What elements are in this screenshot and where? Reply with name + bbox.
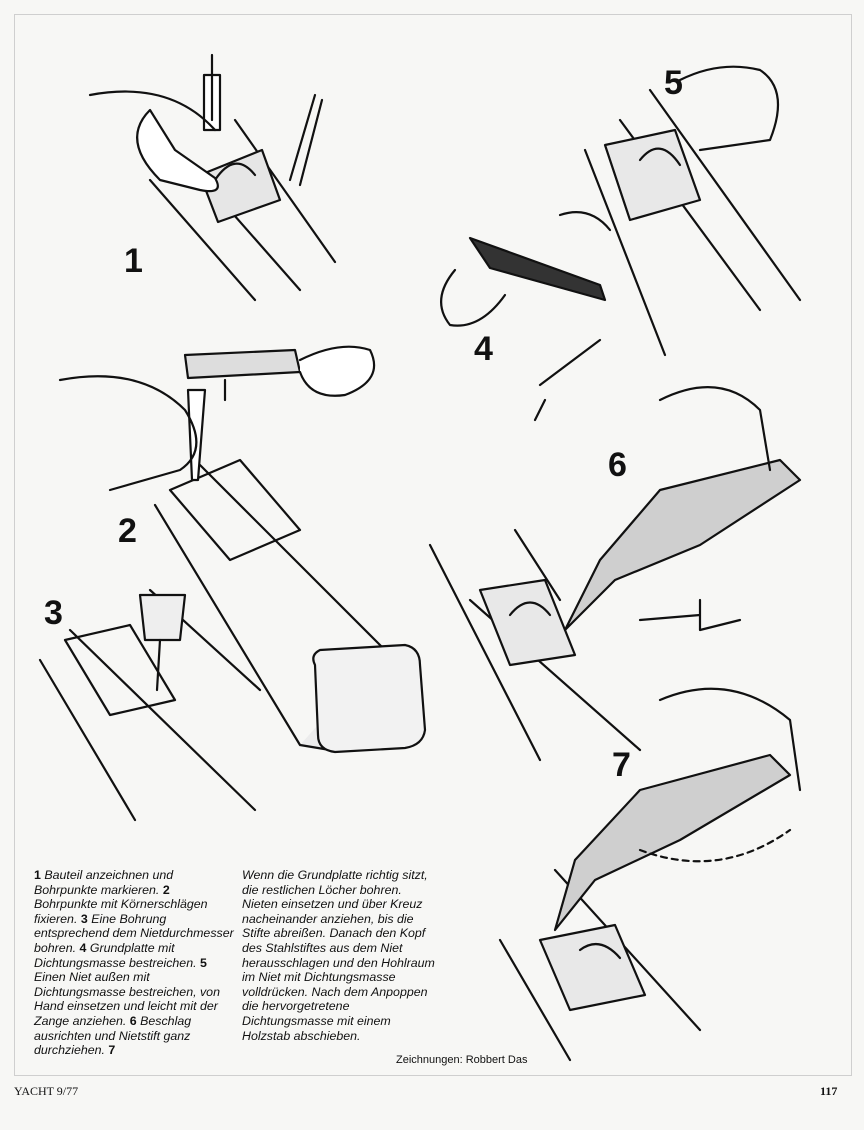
caption-step-6: Beschlag ausrichten und Nietstift ganz d…	[34, 1013, 192, 1058]
illustration-credit: Zeichnungen: Robbert Das	[396, 1054, 528, 1066]
caption-step-5-num: 5	[200, 955, 207, 970]
caption-step-4: Grundplatte mit Dichtungsmasse bestreich…	[34, 940, 197, 970]
caption-step-3: Eine Bohrung entsprechend dem Nietdurchm…	[34, 911, 234, 955]
caption-step-2-num: 2	[162, 882, 170, 897]
step-number-2: 2	[118, 512, 137, 550]
caption-step-2: Bohrpunkte mit Körnerschlägen fixieren.	[34, 897, 208, 926]
caption-column-right: Wenn die Grundplatte richtig sitzt, die …	[242, 868, 438, 1043]
footer-publication: YACHT 9/77	[14, 1084, 79, 1098]
caption-step-6-num: 6	[129, 1013, 137, 1028]
illustration-step-5	[558, 65, 802, 357]
caption-step-7: Wenn die Grundplatte richtig sitzt, die …	[242, 868, 435, 1043]
page-number: 117	[820, 1084, 838, 1098]
step-number-5: 5	[664, 64, 683, 102]
illustration-step-3	[38, 588, 262, 822]
illustration-step-4	[440, 236, 607, 422]
caption-step-3-num: 3	[80, 911, 88, 926]
step-number-1: 1	[124, 242, 143, 280]
illustration-step-2	[58, 345, 427, 754]
step-number-6: 6	[608, 446, 627, 484]
caption-step-7-num: 7	[108, 1043, 116, 1058]
caption-column-left: 1 Bauteil anzeichnen und Bohrpunkte mark…	[34, 868, 234, 1058]
illustration-step-6	[428, 386, 802, 762]
illustration-step-7	[498, 687, 802, 1062]
caption-step-1: Bauteil anzeichnen und Bohrpunkte markie…	[34, 868, 174, 897]
caption-step-4-num: 4	[79, 940, 87, 955]
caption-step-1-num: 1	[34, 868, 41, 882]
step-number-3: 3	[44, 594, 63, 632]
illustration-step-1	[88, 53, 337, 302]
page-frame	[14, 14, 852, 1076]
caption-step-5: Einen Niet außen mit Dichtungsmasse best…	[34, 970, 220, 1028]
step-number-4: 4	[474, 330, 493, 368]
step-number-7: 7	[612, 746, 631, 784]
